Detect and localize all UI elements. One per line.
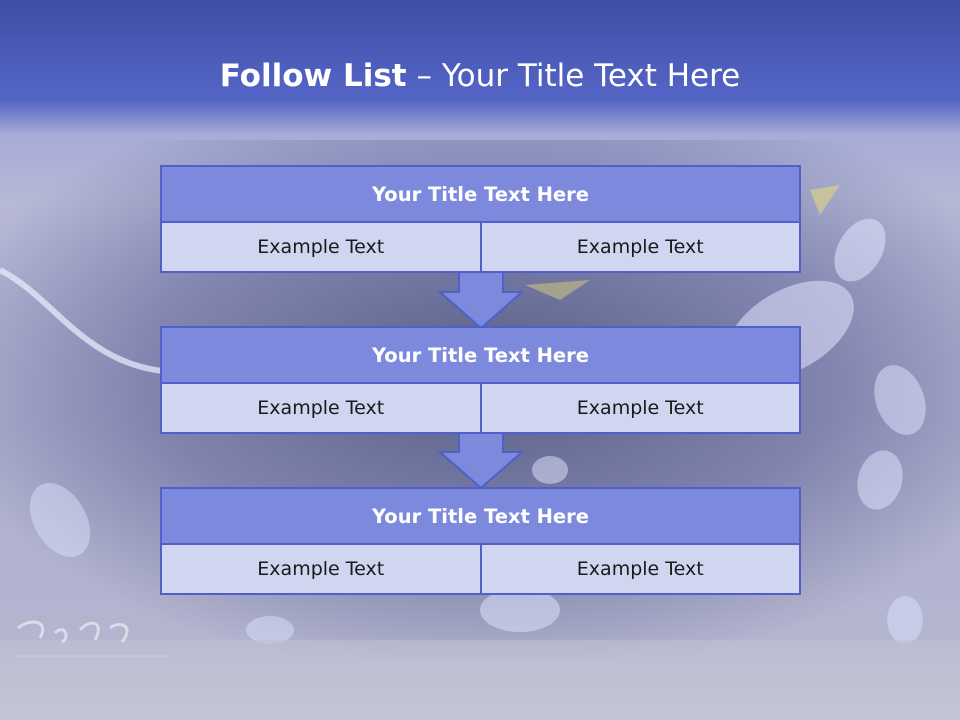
signature-watermark — [15, 620, 170, 657]
slide-title-bold: Follow List — [219, 58, 407, 94]
stage-title: Your Title Text Here — [162, 489, 799, 545]
stage-cell-right: Example Text — [479, 384, 799, 432]
stage-box-2: Your Title Text Here Example Text Exampl… — [160, 326, 801, 434]
stage-title: Your Title Text Here — [162, 167, 799, 223]
stage-cell-right: Example Text — [479, 223, 799, 271]
down-arrow-2 — [438, 430, 524, 490]
stage-title: Your Title Text Here — [162, 328, 799, 384]
stage-box-3: Your Title Text Here Example Text Exampl… — [160, 487, 801, 595]
stage-cell-left: Example Text — [162, 223, 480, 271]
stage-cells: Example Text Example Text — [162, 223, 799, 271]
down-arrow-1 — [438, 270, 524, 330]
stage-cell-right: Example Text — [479, 545, 799, 593]
background-bottom-fade — [0, 640, 960, 720]
stage-cells: Example Text Example Text — [162, 545, 799, 593]
slide-title-rest: – Your Title Text Here — [406, 58, 741, 94]
stage-box-1: Your Title Text Here Example Text Exampl… — [160, 165, 801, 273]
stage-cells: Example Text Example Text — [162, 384, 799, 432]
stage-cell-left: Example Text — [162, 545, 480, 593]
stage-cell-left: Example Text — [162, 384, 480, 432]
slide-title: Follow List – Your Title Text Here — [0, 52, 960, 100]
